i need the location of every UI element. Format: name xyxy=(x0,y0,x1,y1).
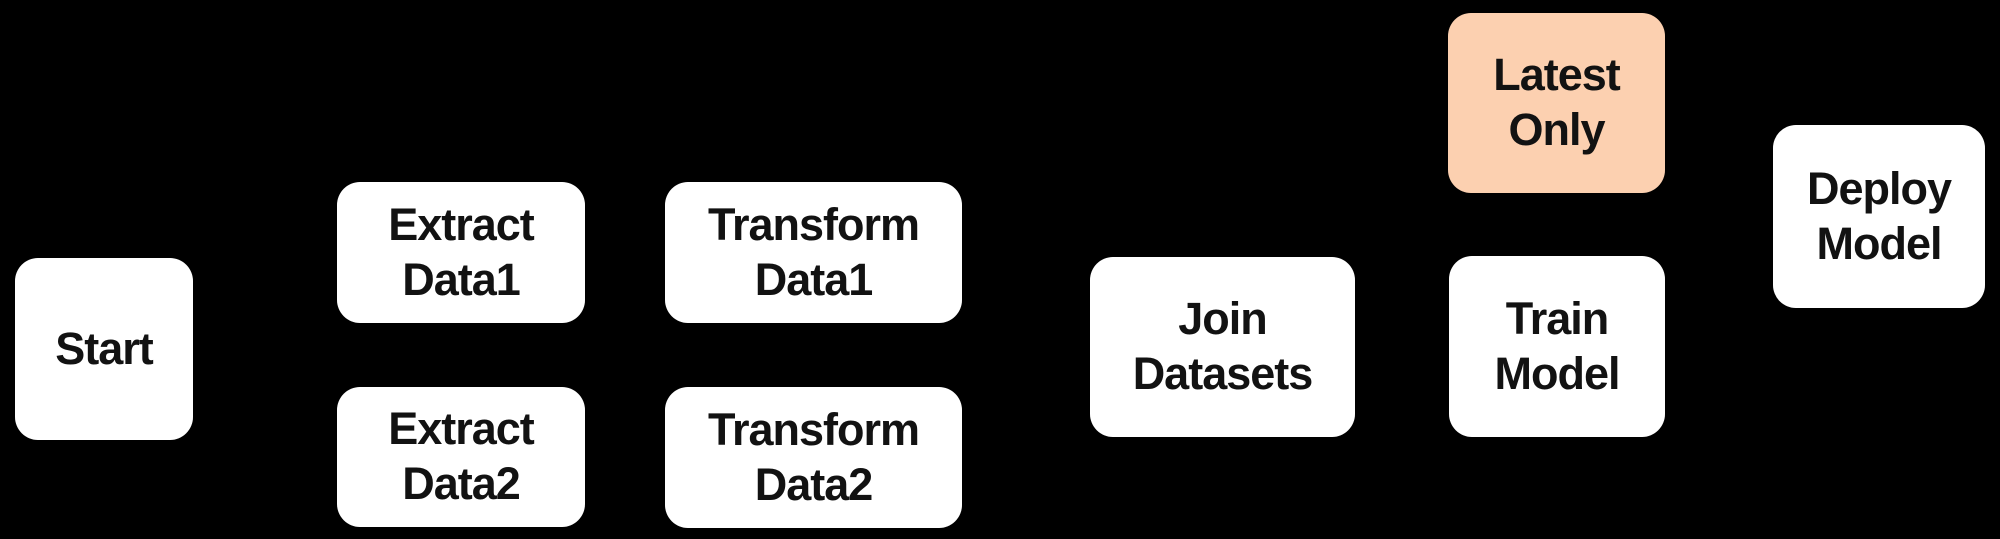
node-extract-data1-label: Extract Data1 xyxy=(388,198,535,305)
node-join-datasets-label: Join Datasets xyxy=(1132,293,1314,399)
node-train-model-label: Train Model xyxy=(1494,292,1621,399)
node-latest-only[interactable]: Latest Only xyxy=(1448,13,1665,193)
node-deploy-model-label: Deploy Model xyxy=(1806,162,1952,269)
node-extract-data2[interactable]: Extract Data2 xyxy=(337,387,585,527)
node-start-label: Start xyxy=(55,322,154,374)
node-transform-data1[interactable]: Transform Data1 xyxy=(665,182,962,323)
node-deploy-model[interactable]: Deploy Model xyxy=(1773,125,1985,308)
node-extract-data1[interactable]: Extract Data1 xyxy=(337,182,585,323)
node-latest-only-label: Latest Only xyxy=(1493,49,1621,155)
node-transform-data1-label: Transform Data1 xyxy=(707,198,920,305)
node-start[interactable]: Start xyxy=(15,258,193,440)
node-transform-data2[interactable]: Transform Data2 xyxy=(665,387,962,528)
node-train-model[interactable]: Train Model xyxy=(1449,256,1665,437)
node-transform-data2-label: Transform Data2 xyxy=(707,403,920,510)
node-join-datasets[interactable]: Join Datasets xyxy=(1090,257,1355,437)
node-extract-data2-label: Extract Data2 xyxy=(388,403,535,509)
